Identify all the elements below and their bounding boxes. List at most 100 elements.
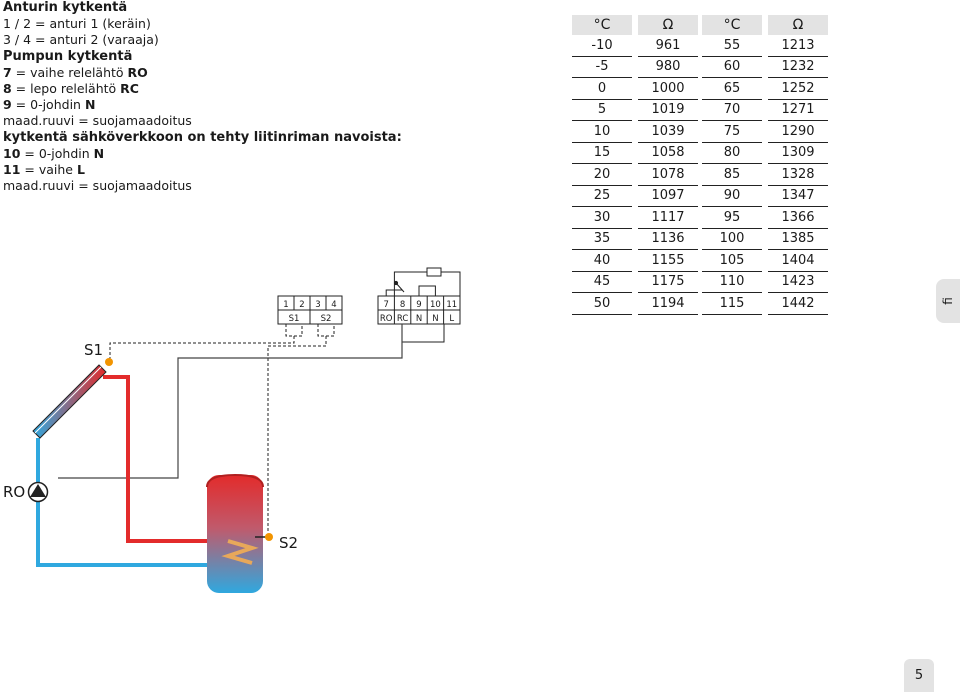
temperature-cell: -10: [572, 35, 632, 57]
resistance-cell: 1117: [638, 206, 698, 229]
terminal-label-n1: N: [416, 314, 422, 324]
sensor-line-2: 3 / 4 = anturi 2 (varaaja): [3, 32, 159, 48]
temperature-cell: 45: [572, 271, 632, 293]
temperature-cell: 100: [702, 228, 762, 250]
terminal-label-n2: N: [432, 314, 438, 324]
relay-internal-wiring: [385, 267, 461, 296]
header-resistance: Ω: [768, 15, 828, 35]
terminal-1: 1: [283, 300, 288, 310]
temperature-cell: 115: [702, 292, 762, 315]
temperature-cell: 10: [572, 120, 632, 143]
temperature-cell: 105: [702, 249, 762, 272]
temperature-cell: 85: [702, 163, 762, 186]
temperature-cell: 30: [572, 206, 632, 229]
resistance-cell: 1175: [638, 271, 698, 293]
s2-label: S2: [279, 534, 298, 552]
heat-exchanger-coil: [221, 539, 259, 565]
connection-instructions: Anturin kytkentä 1 / 2 = anturi 1 (keräi…: [3, 0, 473, 194]
sensor-heading: Anturin kytkentä: [3, 0, 128, 15]
table-row: 85 1328: [702, 163, 828, 186]
resistance-cell: 1309: [768, 142, 828, 164]
mains-heading: kytkentä sähköverkkoon on tehty liitinri…: [3, 129, 402, 145]
resistance-cell: 1423: [768, 271, 828, 293]
table-row: 20 1078: [572, 163, 698, 186]
resistance-cell: 1213: [768, 35, 828, 57]
resistance-cell: 1155: [638, 249, 698, 272]
resistance-cell: 1442: [768, 292, 828, 315]
temperature-cell: 20: [572, 163, 632, 186]
resistance-cell: 1078: [638, 163, 698, 186]
temperature-cell: 65: [702, 77, 762, 100]
table-row: 30 1117: [572, 206, 698, 229]
temperature-cell: 110: [702, 271, 762, 293]
table-row: -5 980: [572, 56, 698, 78]
table-row: 100 1385: [702, 228, 828, 250]
mains-line-10: 10 = 0-johdin N: [3, 145, 105, 161]
relay-terminal-block: 7 8 9 10 11 RO RC N N L: [377, 295, 461, 325]
table-row: 40 1155: [572, 249, 698, 272]
temperature-cell: 60: [702, 56, 762, 78]
resistance-cell: 1136: [638, 228, 698, 250]
temperature-cell: 5: [572, 99, 632, 121]
terminal-7: 7: [383, 300, 388, 310]
pipes: [36, 375, 228, 567]
header-temperature: °C: [702, 15, 762, 35]
table-row: 65 1252: [702, 77, 828, 100]
pump-line-7: 7 = vaihe relelähtö RO: [3, 64, 148, 80]
mains-cable: [401, 323, 445, 343]
temperature-cell: 25: [572, 185, 632, 207]
resistance-cell: 1347: [768, 185, 828, 207]
temperature-cell: 0: [572, 77, 632, 100]
pump-label: RO: [3, 483, 25, 501]
cold-pipe: [36, 438, 226, 567]
resistance-cell: 1271: [768, 99, 828, 121]
resistance-cell: 1252: [768, 77, 828, 100]
temperature-cell: 35: [572, 228, 632, 250]
table-row: -10 961: [572, 35, 698, 57]
temperature-cell: 40: [572, 249, 632, 272]
terminal-4: 4: [331, 300, 336, 310]
mains-line-11: 11 = vaihe L: [3, 162, 85, 178]
terminal-label-s2: S2: [321, 314, 332, 324]
temperature-cell: 15: [572, 142, 632, 164]
resistance-cell: 1385: [768, 228, 828, 250]
table-row: 80 1309: [702, 142, 828, 164]
circulation-pump: RO: [3, 481, 49, 503]
sensor-terminal-block: 1 2 3 4 S1 S2: [277, 295, 343, 325]
table-row: 115 1442: [702, 292, 828, 315]
table-row: 90 1347: [702, 185, 828, 207]
language-tab: fi: [936, 279, 960, 323]
resistance-cell: 961: [638, 35, 698, 57]
table-row: 25 1097: [572, 185, 698, 207]
resistance-cell: 980: [638, 56, 698, 78]
terminal-11: 11: [446, 300, 457, 310]
temperature-cell: 50: [572, 292, 632, 315]
resistance-cell: 1058: [638, 142, 698, 164]
table-row: 105 1404: [702, 249, 828, 272]
resistance-cell: 1194: [638, 292, 698, 315]
resistance-cell: 1097: [638, 185, 698, 207]
page-number: 5: [904, 659, 934, 692]
earth-line-1: maad.ruuvi = suojamaadoitus: [3, 113, 192, 129]
s1-label: S1: [84, 341, 103, 359]
temperature-cell: 90: [702, 185, 762, 207]
resistance-cell: 1404: [768, 249, 828, 272]
hot-pipe: [103, 375, 228, 543]
sensor-wiring: [109, 324, 335, 532]
temperature-cell: 80: [702, 142, 762, 164]
resistance-cell: 1328: [768, 163, 828, 186]
temperature-cell: -5: [572, 56, 632, 78]
resistance-cell: 1019: [638, 99, 698, 121]
resistance-cell: 1366: [768, 206, 828, 229]
terminal-label-rc: RC: [397, 314, 408, 324]
table-row: 5 1019: [572, 99, 698, 121]
resistance-cell: 1290: [768, 120, 828, 143]
